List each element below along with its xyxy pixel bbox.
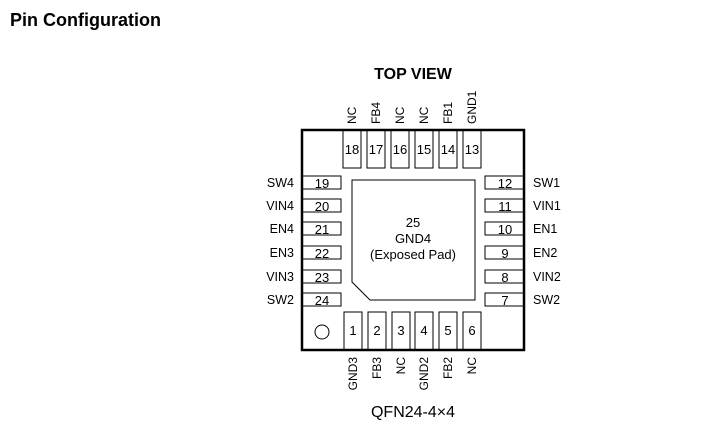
pin-number: 20 — [315, 199, 329, 214]
pin-name: FB3 — [370, 357, 384, 379]
pin-12-pad — [484, 175, 525, 190]
exposed-pad-name: GND4 — [395, 231, 431, 246]
pin-20-pad — [301, 198, 342, 213]
pin-name: SW2 — [533, 293, 560, 307]
pin-number: 23 — [315, 270, 329, 285]
pin-number: 11 — [498, 199, 512, 214]
pin-19-pad — [301, 175, 342, 190]
pin-number: 8 — [501, 270, 508, 285]
pins-left: 19 SW4 20 VIN4 21 EN4 22 EN3 23 VIN3 24 SW2 — [266, 175, 342, 308]
pin-17-pad — [366, 129, 386, 169]
pin-21-pad — [301, 221, 342, 236]
pin-5-pad — [438, 311, 458, 351]
pin-number: 21 — [315, 222, 329, 237]
pin-number: 22 — [315, 246, 329, 261]
pin-name: EN2 — [533, 246, 557, 260]
pin-name: NC — [417, 106, 431, 124]
pin-number: 6 — [468, 323, 475, 338]
pin-3-pad — [391, 311, 411, 351]
pins-right: 12 SW1 11 VIN1 10 EN1 9 EN2 8 VIN2 7 SW2 — [484, 175, 561, 308]
pin-number: 24 — [315, 293, 329, 308]
pin-name: EN3 — [270, 246, 294, 260]
pin-15-pad — [414, 129, 434, 169]
pin-number: 19 — [315, 176, 329, 191]
pin-number: 12 — [498, 176, 512, 191]
pin-name: FB2 — [441, 357, 455, 379]
pin-22-pad — [301, 245, 342, 260]
pin-1-pad — [343, 311, 363, 351]
pin-name: GND2 — [417, 357, 431, 391]
pin-name: NC — [393, 106, 407, 124]
pins-top: 18 NC 17 FB4 16 NC 15 NC 14 FB1 13 GND1 — [342, 90, 482, 169]
pin-6-pad — [462, 311, 482, 351]
pin-name: NC — [465, 357, 479, 375]
pin-number: 5 — [444, 323, 451, 338]
pin-number: 9 — [501, 246, 508, 261]
pin-name: VIN1 — [533, 199, 561, 213]
pin-number: 18 — [345, 142, 359, 157]
pin-name: EN1 — [533, 222, 557, 236]
pin-2-pad — [367, 311, 387, 351]
pin-18-pad — [342, 129, 362, 169]
exposed-pad — [351, 179, 476, 301]
pin-number: 3 — [397, 323, 404, 338]
package-outline — [300, 128, 526, 352]
pin-4-pad — [414, 311, 434, 351]
pin-name: FB1 — [441, 102, 455, 124]
pin-10-pad — [484, 221, 525, 236]
pin-name: GND3 — [346, 357, 360, 391]
pin-name: VIN3 — [266, 270, 294, 284]
pin-name: VIN2 — [533, 270, 561, 284]
pin-name: NC — [394, 357, 408, 375]
pin-9-pad — [484, 245, 525, 260]
section-title: Pin Configuration — [10, 10, 161, 30]
pin-number: 7 — [501, 293, 508, 308]
pin-name: SW4 — [267, 176, 294, 190]
pin-number: 2 — [373, 323, 380, 338]
exposed-pad-note: (Exposed Pad) — [370, 247, 456, 262]
pin-number: 10 — [498, 222, 512, 237]
pin1-marker — [314, 324, 330, 340]
pin-number: 1 — [349, 323, 356, 338]
pin-name: FB4 — [369, 102, 383, 124]
pin-13-pad — [462, 129, 482, 169]
pin-number: 15 — [417, 142, 431, 157]
view-label: TOP VIEW — [374, 66, 453, 83]
pin-11-pad — [484, 198, 525, 213]
pin-number: 17 — [369, 142, 383, 157]
pin-14-pad — [438, 129, 458, 169]
pin-name: SW2 — [267, 293, 294, 307]
pin-number: 14 — [441, 142, 455, 157]
pin-number: 4 — [420, 323, 427, 338]
pin-number: 16 — [393, 142, 407, 157]
pin-8-pad — [484, 269, 525, 284]
package-label: QFN24-4×4 — [371, 404, 455, 421]
pin-name: VIN4 — [266, 199, 294, 213]
pin-name: SW1 — [533, 176, 560, 190]
pin-23-pad — [301, 269, 342, 284]
pin-16-pad — [390, 129, 410, 169]
exposed-pad-number: 25 — [406, 215, 420, 230]
pin-number: 13 — [465, 142, 479, 157]
pin-name: NC — [345, 106, 359, 124]
pin-7-pad — [484, 292, 525, 307]
pin-name: EN4 — [270, 222, 294, 236]
pin-name: GND1 — [465, 90, 479, 124]
pin-24-pad — [301, 292, 342, 307]
